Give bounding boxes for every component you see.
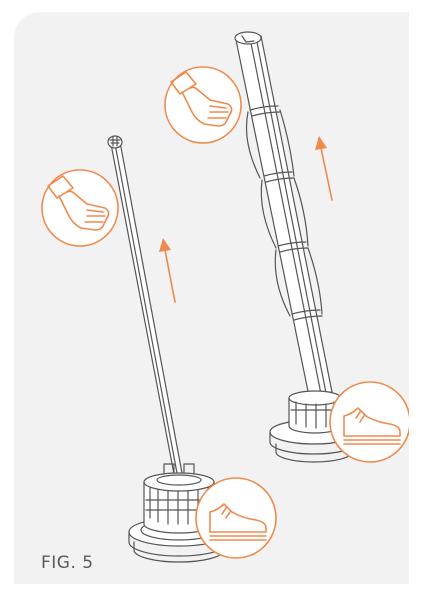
up-arrow-icon-right bbox=[315, 136, 332, 200]
figure-label: FIG. 5 bbox=[41, 553, 94, 573]
hand-icon bbox=[165, 67, 241, 143]
shoe-icon bbox=[196, 478, 276, 558]
shoe-icon bbox=[330, 382, 409, 462]
assembly-illustration bbox=[14, 12, 409, 584]
figure-panel: FIG. 5 bbox=[14, 12, 409, 584]
hand-icon bbox=[42, 170, 118, 246]
up-arrow-icon-left bbox=[159, 238, 175, 302]
